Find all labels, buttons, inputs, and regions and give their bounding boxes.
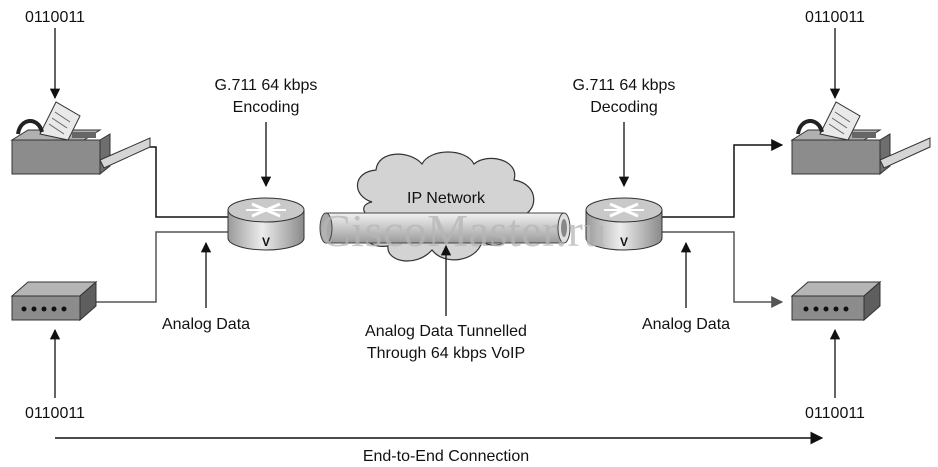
fax-machine-left <box>10 101 151 176</box>
router-right-symbol: V <box>620 235 628 249</box>
decoding-codec-label: G.711 64 kbps <box>573 77 676 94</box>
end-to-end-label: End-to-End Connection <box>363 448 529 462</box>
modem-right <box>790 280 882 322</box>
link-lines <box>96 139 784 308</box>
analog-data-left-label: Analog Data <box>162 316 250 333</box>
router-left-symbol: V <box>262 235 270 249</box>
encoding-label: Encoding <box>233 99 300 116</box>
tunnel-label-line2: Through 64 kbps VoIP <box>367 345 525 362</box>
watermark: CiscoMaster.ru <box>320 205 607 256</box>
fax-machine-right <box>790 101 931 176</box>
modem-left-bits: 0110011 <box>25 405 85 422</box>
encoding-codec-label: G.711 64 kbps <box>215 77 318 94</box>
voice-router-right <box>585 197 663 251</box>
analog-data-right-label: Analog Data <box>642 316 730 333</box>
pointer-arrows <box>49 28 841 398</box>
modem-right-bits: 0110011 <box>805 405 865 422</box>
modem-left <box>10 280 98 322</box>
voice-router-left <box>227 197 305 251</box>
fax-right-bits: 0110011 <box>805 9 865 26</box>
ip-network-label: IP Network <box>407 190 486 207</box>
decoding-label: Decoding <box>590 99 658 116</box>
tunnel-label-line1: Analog Data Tunnelled <box>365 323 527 340</box>
voip-tunnel-pipe <box>319 212 571 244</box>
fax-left-bits: 0110011 <box>25 9 85 26</box>
